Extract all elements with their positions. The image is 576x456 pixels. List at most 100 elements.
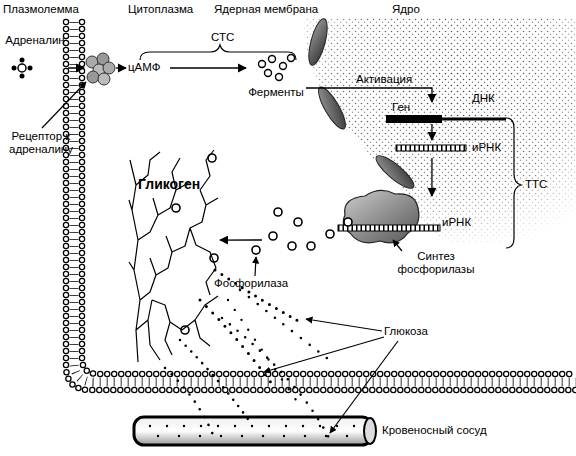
node-label: Фосфорилаза (214, 277, 288, 290)
gene-segment (386, 115, 442, 123)
blood-vessel (134, 417, 372, 445)
glucose-dots (200, 300, 272, 384)
text-label: Плазмолемма (3, 3, 79, 16)
hormone-molecule (20, 58, 25, 63)
phosphorylase-molecule (274, 208, 282, 216)
glucose-dots (150, 270, 360, 440)
phosphorylase-molecule (252, 246, 260, 254)
phosphorylase-molecule (326, 230, 334, 238)
phosphorylase-molecule (269, 232, 277, 240)
receptor-subunit (103, 62, 115, 74)
node-label: Ферменты (246, 86, 306, 99)
node-label: Гликоген (138, 176, 200, 192)
text-label: Цитоплазма (128, 3, 193, 16)
nuclear-membrane-fragment (314, 84, 350, 133)
dna-strand (442, 118, 506, 121)
flow-arrow (116, 67, 126, 68)
leader-line (393, 240, 402, 251)
text-label: Ядерная мембрана (214, 3, 318, 16)
glucose-dots (228, 300, 296, 400)
lipid-heads (66, 22, 576, 390)
glucose-dots (150, 425, 360, 427)
flow-arrow (306, 88, 432, 102)
phosphorylase-molecule (294, 218, 302, 226)
node-label: иРНК (442, 216, 471, 229)
leader-line (255, 257, 256, 276)
phosphorylase-molecule (307, 242, 315, 250)
mrna-strand: иРНК (394, 140, 504, 158)
flow-arrow (431, 158, 432, 196)
flow-arrow (68, 67, 84, 68)
phosphorylase-molecules: Фосфорилаза (262, 205, 352, 255)
flow-arrow (220, 239, 262, 240)
mrna-strand (338, 225, 440, 231)
hormone-molecule (12, 66, 17, 71)
leader-line (264, 337, 384, 372)
messenger-label: цАМФ (126, 59, 170, 77)
text-label: ТТС (525, 178, 547, 191)
edge-label: Активация (356, 73, 412, 86)
glucose-dots (165, 368, 215, 440)
bracket (506, 118, 521, 248)
node-label: Ген (392, 101, 410, 114)
lipid-heads (82, 22, 576, 374)
mrna-strand (338, 225, 440, 231)
lipid-tails (74, 22, 576, 382)
phosphorylase-molecule (172, 204, 180, 212)
node-label: Синтез фосфорилазы (388, 250, 484, 276)
nuclear-membrane-fragment (372, 151, 418, 193)
mrna-strand (396, 145, 466, 151)
node-label: иРНК (472, 141, 501, 154)
nucleus-area (304, 18, 576, 243)
enzyme-molecule (276, 74, 283, 81)
glycogen-branches (129, 150, 218, 362)
phosphorylase-molecule (288, 242, 296, 250)
enzyme-molecule (269, 56, 276, 63)
enzyme-molecule (265, 70, 272, 77)
text-label: СТС (211, 31, 234, 44)
enzyme-molecule (259, 61, 266, 68)
glycogen-granule: Гликоген (128, 150, 220, 365)
glucose-dots (215, 270, 300, 322)
node-label: цАМФ (128, 61, 160, 74)
glucose-dots (240, 290, 332, 362)
bracket (140, 45, 296, 60)
flow-arrow (431, 124, 432, 140)
dna-gene: ГенДНК (384, 102, 508, 124)
hormone-molecule (18, 64, 26, 72)
leader-line (42, 82, 86, 128)
hormone-molecule (20, 74, 25, 79)
receptor-subunit (98, 73, 110, 85)
blood-vessel: Кровеносный сосуд (132, 414, 374, 448)
glucose-dots (180, 340, 250, 422)
hormone-molecule (28, 66, 33, 71)
leader-line (330, 341, 398, 433)
node-label: Адреналин (2, 34, 68, 47)
text-label: Ядро (392, 3, 420, 16)
lipid-heads (82, 22, 576, 374)
phosphorylase-molecule (344, 218, 352, 226)
mrna-strand (396, 145, 466, 151)
enzyme-cluster: Ферменты (246, 56, 306, 100)
hormone-molecule: Адреналин (2, 34, 68, 82)
node-label: Рецептор к адреналину (2, 130, 80, 156)
glucose-dots (158, 435, 360, 437)
vessel-opening (364, 418, 376, 444)
lipid-heads (66, 22, 576, 390)
enzyme-molecule (288, 55, 295, 62)
receptor-cluster: Рецептор к адреналину (84, 52, 116, 84)
ribosome: иРНКСинтез фосфорилазы (340, 196, 490, 240)
ribosome (343, 190, 419, 242)
glucose-dots (222, 318, 330, 440)
leader-line (306, 319, 382, 331)
text-label: Глюкоза (384, 325, 428, 338)
flow-arrow (170, 67, 246, 68)
node-label: Кровеносный сосуд (382, 424, 487, 437)
node-label: ДНК (472, 92, 495, 105)
enzyme-molecule (280, 63, 287, 70)
receptor-subunit (87, 71, 99, 83)
nuclear-membrane-fragment (305, 17, 331, 67)
